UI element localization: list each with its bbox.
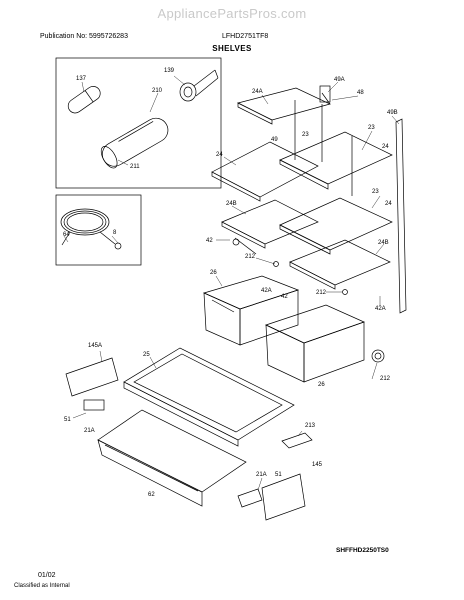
callout-26-right: 26	[318, 382, 325, 388]
callout-21a-right: 21A	[256, 472, 267, 478]
callout-49a: 49A	[334, 77, 345, 83]
callout-42a-right: 42A	[375, 306, 386, 312]
watermark: AppliancePartsPros.com	[157, 6, 307, 21]
callout-139: 139	[164, 68, 175, 74]
callout-26-left: 26	[210, 270, 217, 276]
callout-8: 8	[113, 230, 117, 236]
callout-51-left: 51	[64, 417, 71, 423]
callout-24-right: 24	[382, 144, 389, 150]
page-number: 01/02	[38, 572, 56, 579]
callout-42-mid: 42	[281, 294, 288, 300]
callout-212-a: 212	[245, 254, 256, 260]
callout-210: 210	[152, 88, 163, 94]
callout-24-lower: 24	[385, 201, 392, 207]
classification-footer: Classified as Internal	[14, 583, 70, 589]
callout-24a: 24A	[252, 89, 263, 95]
callout-23-lower: 23	[372, 189, 379, 195]
diagram-code: SHFFHD2250TS0	[336, 547, 389, 554]
callout-24b-right: 24B	[378, 240, 389, 246]
callout-211: 211	[130, 164, 140, 170]
callout-23-top: 23	[302, 132, 309, 138]
callout-23-right: 23	[368, 125, 375, 131]
callout-42-left: 42	[206, 238, 213, 244]
callout-49b: 49B	[387, 110, 398, 116]
callout-48: 48	[357, 90, 364, 96]
callout-213: 213	[305, 423, 316, 429]
callout-42a-left: 42A	[261, 288, 272, 294]
callout-24-left: 24	[216, 152, 223, 158]
callout-145: 145	[312, 462, 323, 468]
callout-49: 49	[271, 137, 278, 143]
callout-137: 137	[76, 76, 87, 82]
callout-21a-left: 21A	[84, 428, 95, 434]
page-title: SHELVES	[212, 44, 252, 53]
callout-145a: 145A	[88, 343, 102, 349]
model-number: LFHD2751TF8	[222, 33, 269, 40]
callout-64: 64	[63, 232, 70, 238]
callout-24b-left: 24B	[226, 201, 237, 207]
callout-62: 62	[148, 492, 155, 498]
callout-25: 25	[143, 352, 150, 358]
publication-number: Publication No: 5995726283	[40, 33, 128, 40]
callout-51-right: 51	[275, 472, 282, 478]
callout-212-c: 212	[380, 376, 391, 382]
callout-212-b: 212	[316, 290, 327, 296]
